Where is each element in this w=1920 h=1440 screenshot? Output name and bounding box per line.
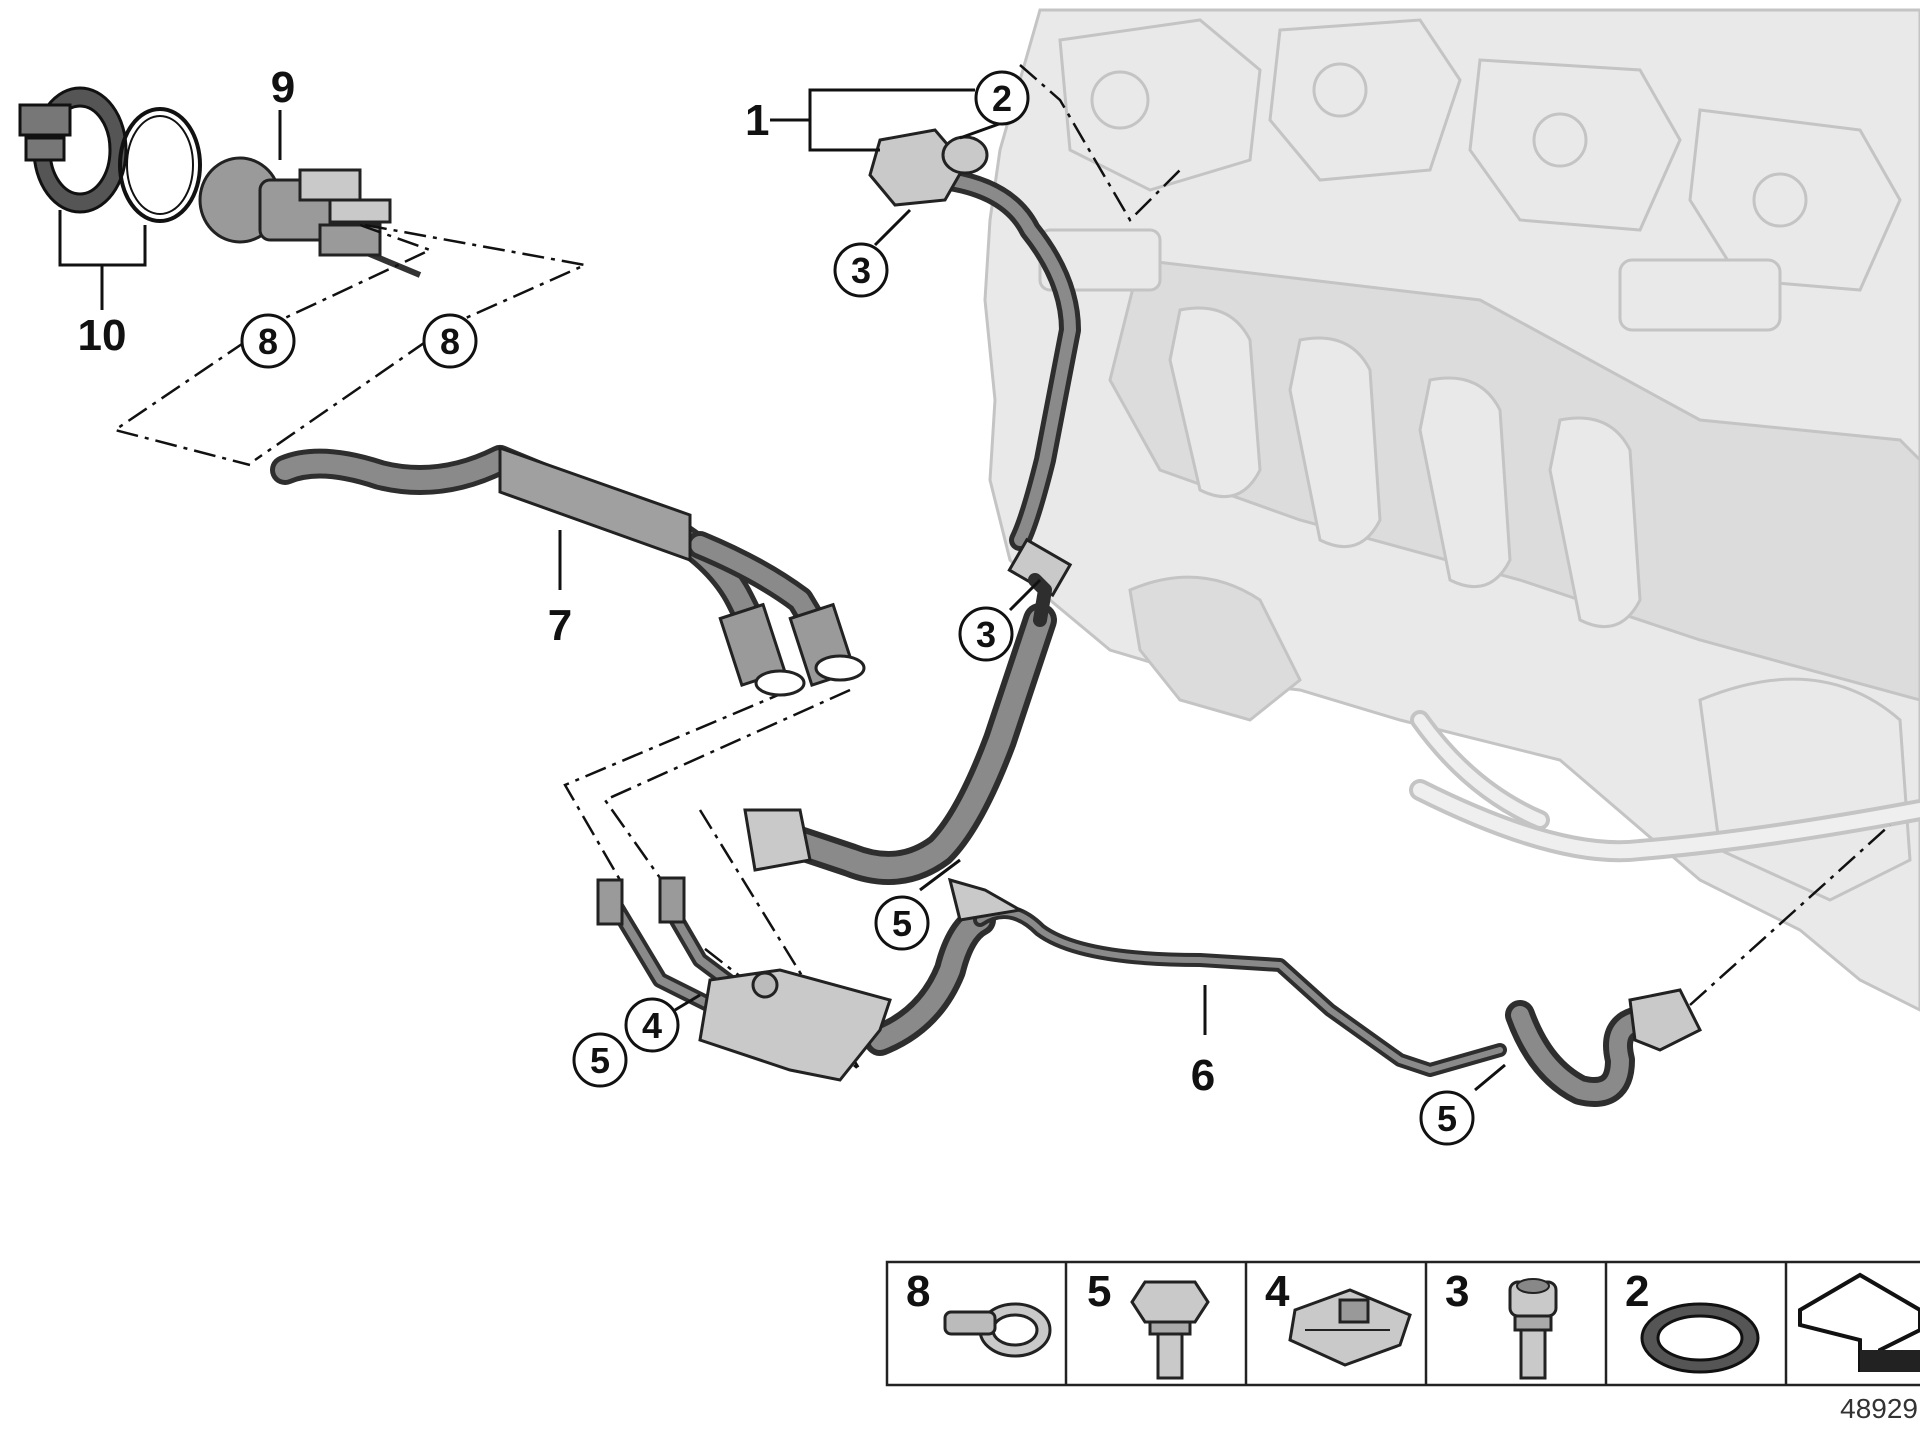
legend-strip: 8 5 4 3 (885, 1260, 1920, 1387)
coolant-hose-lower (743, 573, 1057, 885)
callout-8-left: 8 (258, 321, 278, 362)
legend-item-3: 3 (1445, 1267, 1558, 1380)
legend-item-2: 2 (1625, 1267, 1760, 1374)
callout-2: 2 (992, 78, 1012, 119)
callout-9: 9 (271, 63, 295, 112)
legend-number-5: 5 (1087, 1267, 1111, 1316)
clip-nut-icon (1288, 1288, 1412, 1367)
diagram-reference-number: 48929 (1840, 1393, 1918, 1424)
engine-block-illustration (983, 8, 1920, 1012)
o-ring-icon (1640, 1302, 1760, 1374)
callout-6: 6 (1191, 1051, 1215, 1100)
callout-3-top: 3 (851, 250, 871, 291)
callout-5-right: 5 (1437, 1098, 1457, 1139)
socket-screw-icon (1508, 1278, 1558, 1380)
legend-item-4: 4 (1265, 1267, 1412, 1367)
callout-7: 7 (548, 601, 572, 650)
part-6-pipe (864, 877, 1703, 1107)
callout-10: 10 (78, 311, 127, 360)
part-10-clamp-and-seal (18, 86, 202, 223)
legend-number-4: 4 (1265, 1267, 1290, 1316)
legend-item-8: 8 (906, 1267, 1052, 1358)
callout-5-left: 5 (590, 1040, 610, 1081)
hose-clip-icon (943, 1302, 1052, 1358)
part-4-bracket (596, 876, 892, 1082)
leader-lines (58, 88, 1506, 1092)
legend-item-arrow (1798, 1272, 1920, 1372)
part-9-valve (198, 156, 422, 278)
callout-1: 1 (745, 96, 769, 145)
legend-number-2: 2 (1625, 1267, 1649, 1316)
legend-number-3: 3 (1445, 1267, 1469, 1316)
direction-arrow-icon (1798, 1272, 1920, 1372)
legend-number-8: 8 (906, 1267, 930, 1316)
hex-bolt-icon (1130, 1280, 1210, 1380)
callout-3-middle: 3 (976, 614, 996, 655)
callout-4: 4 (642, 1005, 662, 1046)
callout-8-right: 8 (440, 321, 460, 362)
callout-5-upper: 5 (892, 903, 912, 944)
part-7-hose-assembly (270, 445, 866, 697)
part-1-pipe (868, 128, 1081, 598)
callouts: 1 2 3 3 4 5 5 5 6 7 8 8 9 10 (78, 63, 1475, 1146)
legend-item-5: 5 (1087, 1267, 1210, 1380)
